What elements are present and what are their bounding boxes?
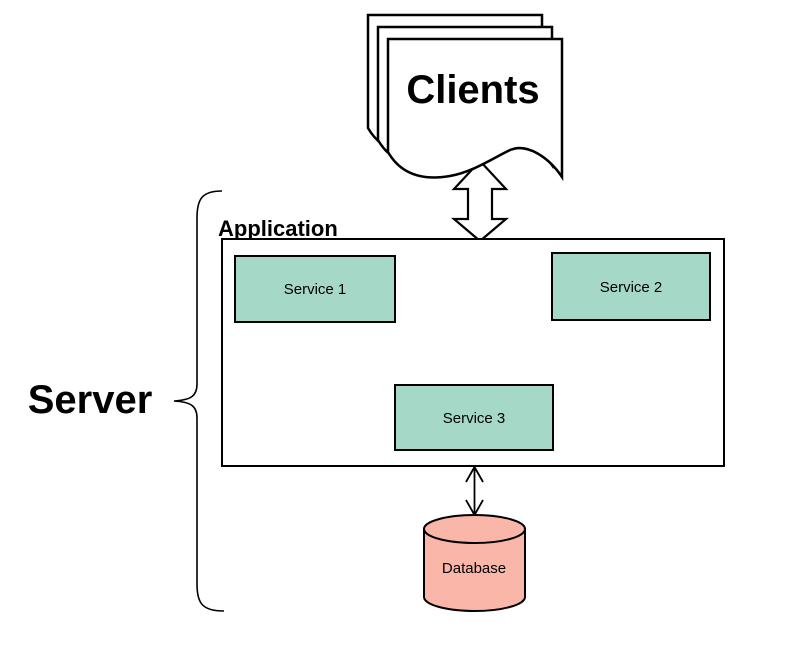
service-1-label: Service 1 (284, 281, 347, 298)
clients-label: Clients (406, 68, 539, 112)
application-label: Application (218, 216, 338, 241)
arrowhead-up-icon (465, 465, 484, 483)
database-cylinder-body (423, 528, 526, 612)
application-database-arrow (465, 465, 484, 517)
service-2-label: Service 2 (600, 279, 663, 296)
service-2-node: Service 2 (551, 252, 711, 321)
service-1-node: Service 1 (234, 255, 396, 323)
service-3-label: Service 3 (443, 410, 506, 427)
clients-document-front (386, 37, 564, 182)
service-3-node: Service 3 (394, 384, 554, 451)
service-2-box (551, 252, 711, 321)
service-3-box (394, 384, 554, 451)
server-label: Server (28, 378, 153, 422)
clients-node: Clients (366, 13, 564, 182)
database-label: Database (442, 560, 506, 577)
database-cylinder-top (423, 514, 526, 544)
server-brace (173, 190, 225, 612)
service-1-box (234, 255, 396, 323)
database-node: Database (423, 514, 526, 612)
